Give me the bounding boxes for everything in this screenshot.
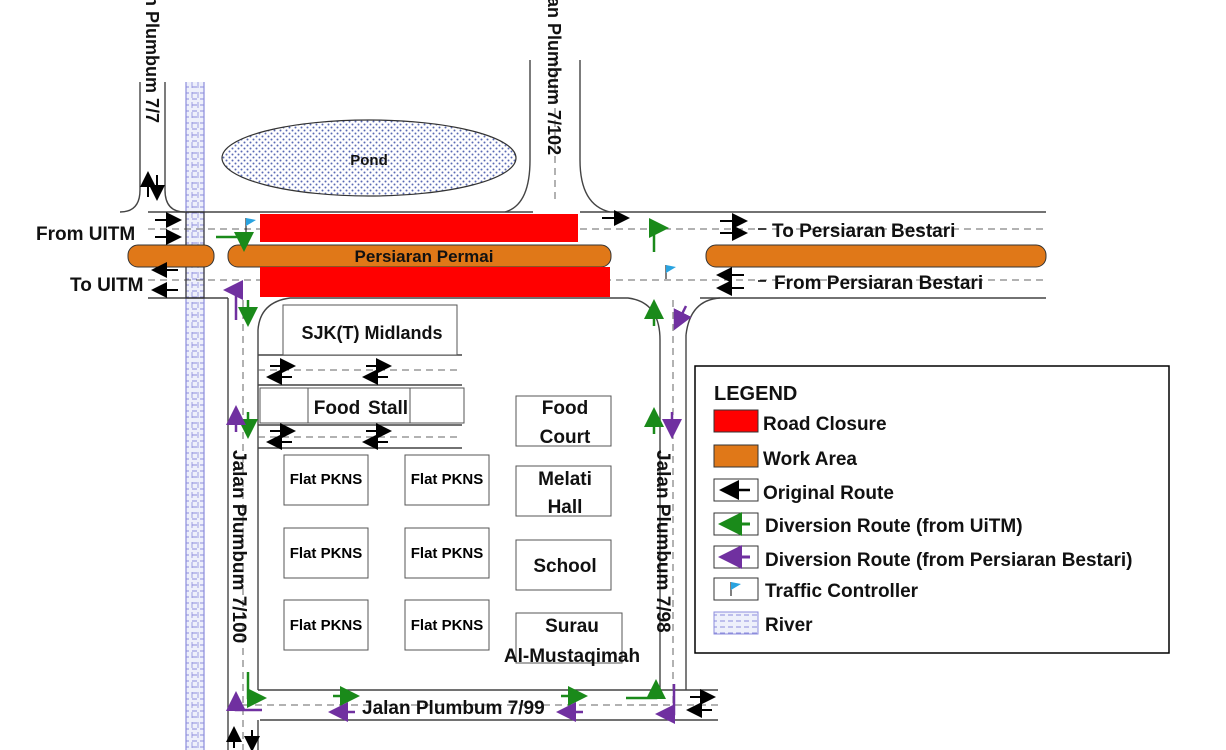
flat-label: Flat PKNS <box>290 545 363 562</box>
flag-icon <box>730 582 741 596</box>
food-stall-label-2: Stall <box>368 398 408 419</box>
river <box>185 82 205 750</box>
pond-label: Pond <box>350 152 388 169</box>
persiaran-permai-label: Persiaran Permai <box>355 247 494 266</box>
river-swatch <box>713 611 759 635</box>
jalan-7-100-label: Jalan Plumbum 7/100 <box>228 450 249 643</box>
school-building <box>515 539 612 591</box>
sjk-label: SJK(T) Midlands <box>301 323 442 343</box>
surau-label-2: Al-Mustaqimah <box>504 646 640 667</box>
flag-icon <box>245 218 256 232</box>
original-route-arrows <box>140 171 748 750</box>
food-court-building <box>515 395 612 447</box>
legend-title: LEGEND <box>714 383 797 405</box>
food-court-label-1: Food <box>542 398 588 419</box>
flat-label: Flat PKNS <box>411 617 484 634</box>
road-closure-top <box>260 214 578 242</box>
work-area-right <box>705 244 1047 268</box>
flat-label: Flat PKNS <box>290 471 363 488</box>
food-stall-label-1: Food <box>314 398 360 419</box>
school-label: School <box>533 556 596 577</box>
flag-icon <box>665 265 676 279</box>
surau-building <box>515 612 623 664</box>
legend-river: River <box>765 615 813 636</box>
to-bestari-label: To Persiaran Bestari <box>772 221 955 242</box>
work-area-left <box>127 244 215 268</box>
diversion-route-purple-arrows <box>223 280 692 724</box>
legend-road-closure: Road Closure <box>763 414 887 435</box>
legend-diversion-uitm: Diversion Route (from UiTM) <box>765 516 1023 537</box>
from-bestari-label: From Persiaran Bestari <box>774 273 983 294</box>
flat-pkns-block: Flat PKNS <box>404 454 490 506</box>
surau-label-1: Surau <box>545 616 599 637</box>
melati-label-1: Melati <box>538 469 592 490</box>
jalan-7-99-label: Jalan Plumbum 7/99 <box>362 698 545 719</box>
flat-pkns-block: Flat PKNS <box>283 527 369 579</box>
legend-original-route: Original Route <box>763 483 894 504</box>
legend-diversion-bestari: Diversion Route (from Persiaran Bestari) <box>765 550 1132 571</box>
flat-pkns-block: Flat PKNS <box>404 599 490 651</box>
jalan-7-102-label: Jalan Plumbum 7/102 <box>544 0 564 155</box>
sjk-building <box>282 304 458 356</box>
food-court-label-2: Court <box>540 427 591 448</box>
from-uitm-label: From UITM <box>36 224 135 245</box>
food-stall-building <box>259 387 465 424</box>
legend: LEGEND Road Closure Work Area Original R… <box>694 365 1170 654</box>
flat-label: Flat PKNS <box>411 545 484 562</box>
flat-pkns-block: Flat PKNS <box>283 454 369 506</box>
flat-label: Flat PKNS <box>290 617 363 634</box>
jalan-7-98-label: Jalan Plumbum 7/98 <box>652 450 673 633</box>
work-area-swatch <box>713 444 759 468</box>
pond <box>221 119 517 197</box>
diversion-route-green-arrows <box>216 218 669 708</box>
road-closure-swatch <box>713 409 759 433</box>
legend-work-area: Work Area <box>763 449 857 470</box>
jalan-7-7-label: Jalan Plumbum 7/7 <box>142 0 162 123</box>
flat-pkns-block: Flat PKNS <box>404 527 490 579</box>
flat-pkns-block: Flat PKNS <box>283 599 369 651</box>
to-uitm-label: To UITM <box>70 275 144 296</box>
flat-label: Flat PKNS <box>411 471 484 488</box>
road-closure-bottom <box>260 267 610 297</box>
melati-label-2: Hall <box>548 497 583 518</box>
melati-hall-building <box>515 465 612 517</box>
legend-traffic-controller: Traffic Controller <box>765 581 919 602</box>
